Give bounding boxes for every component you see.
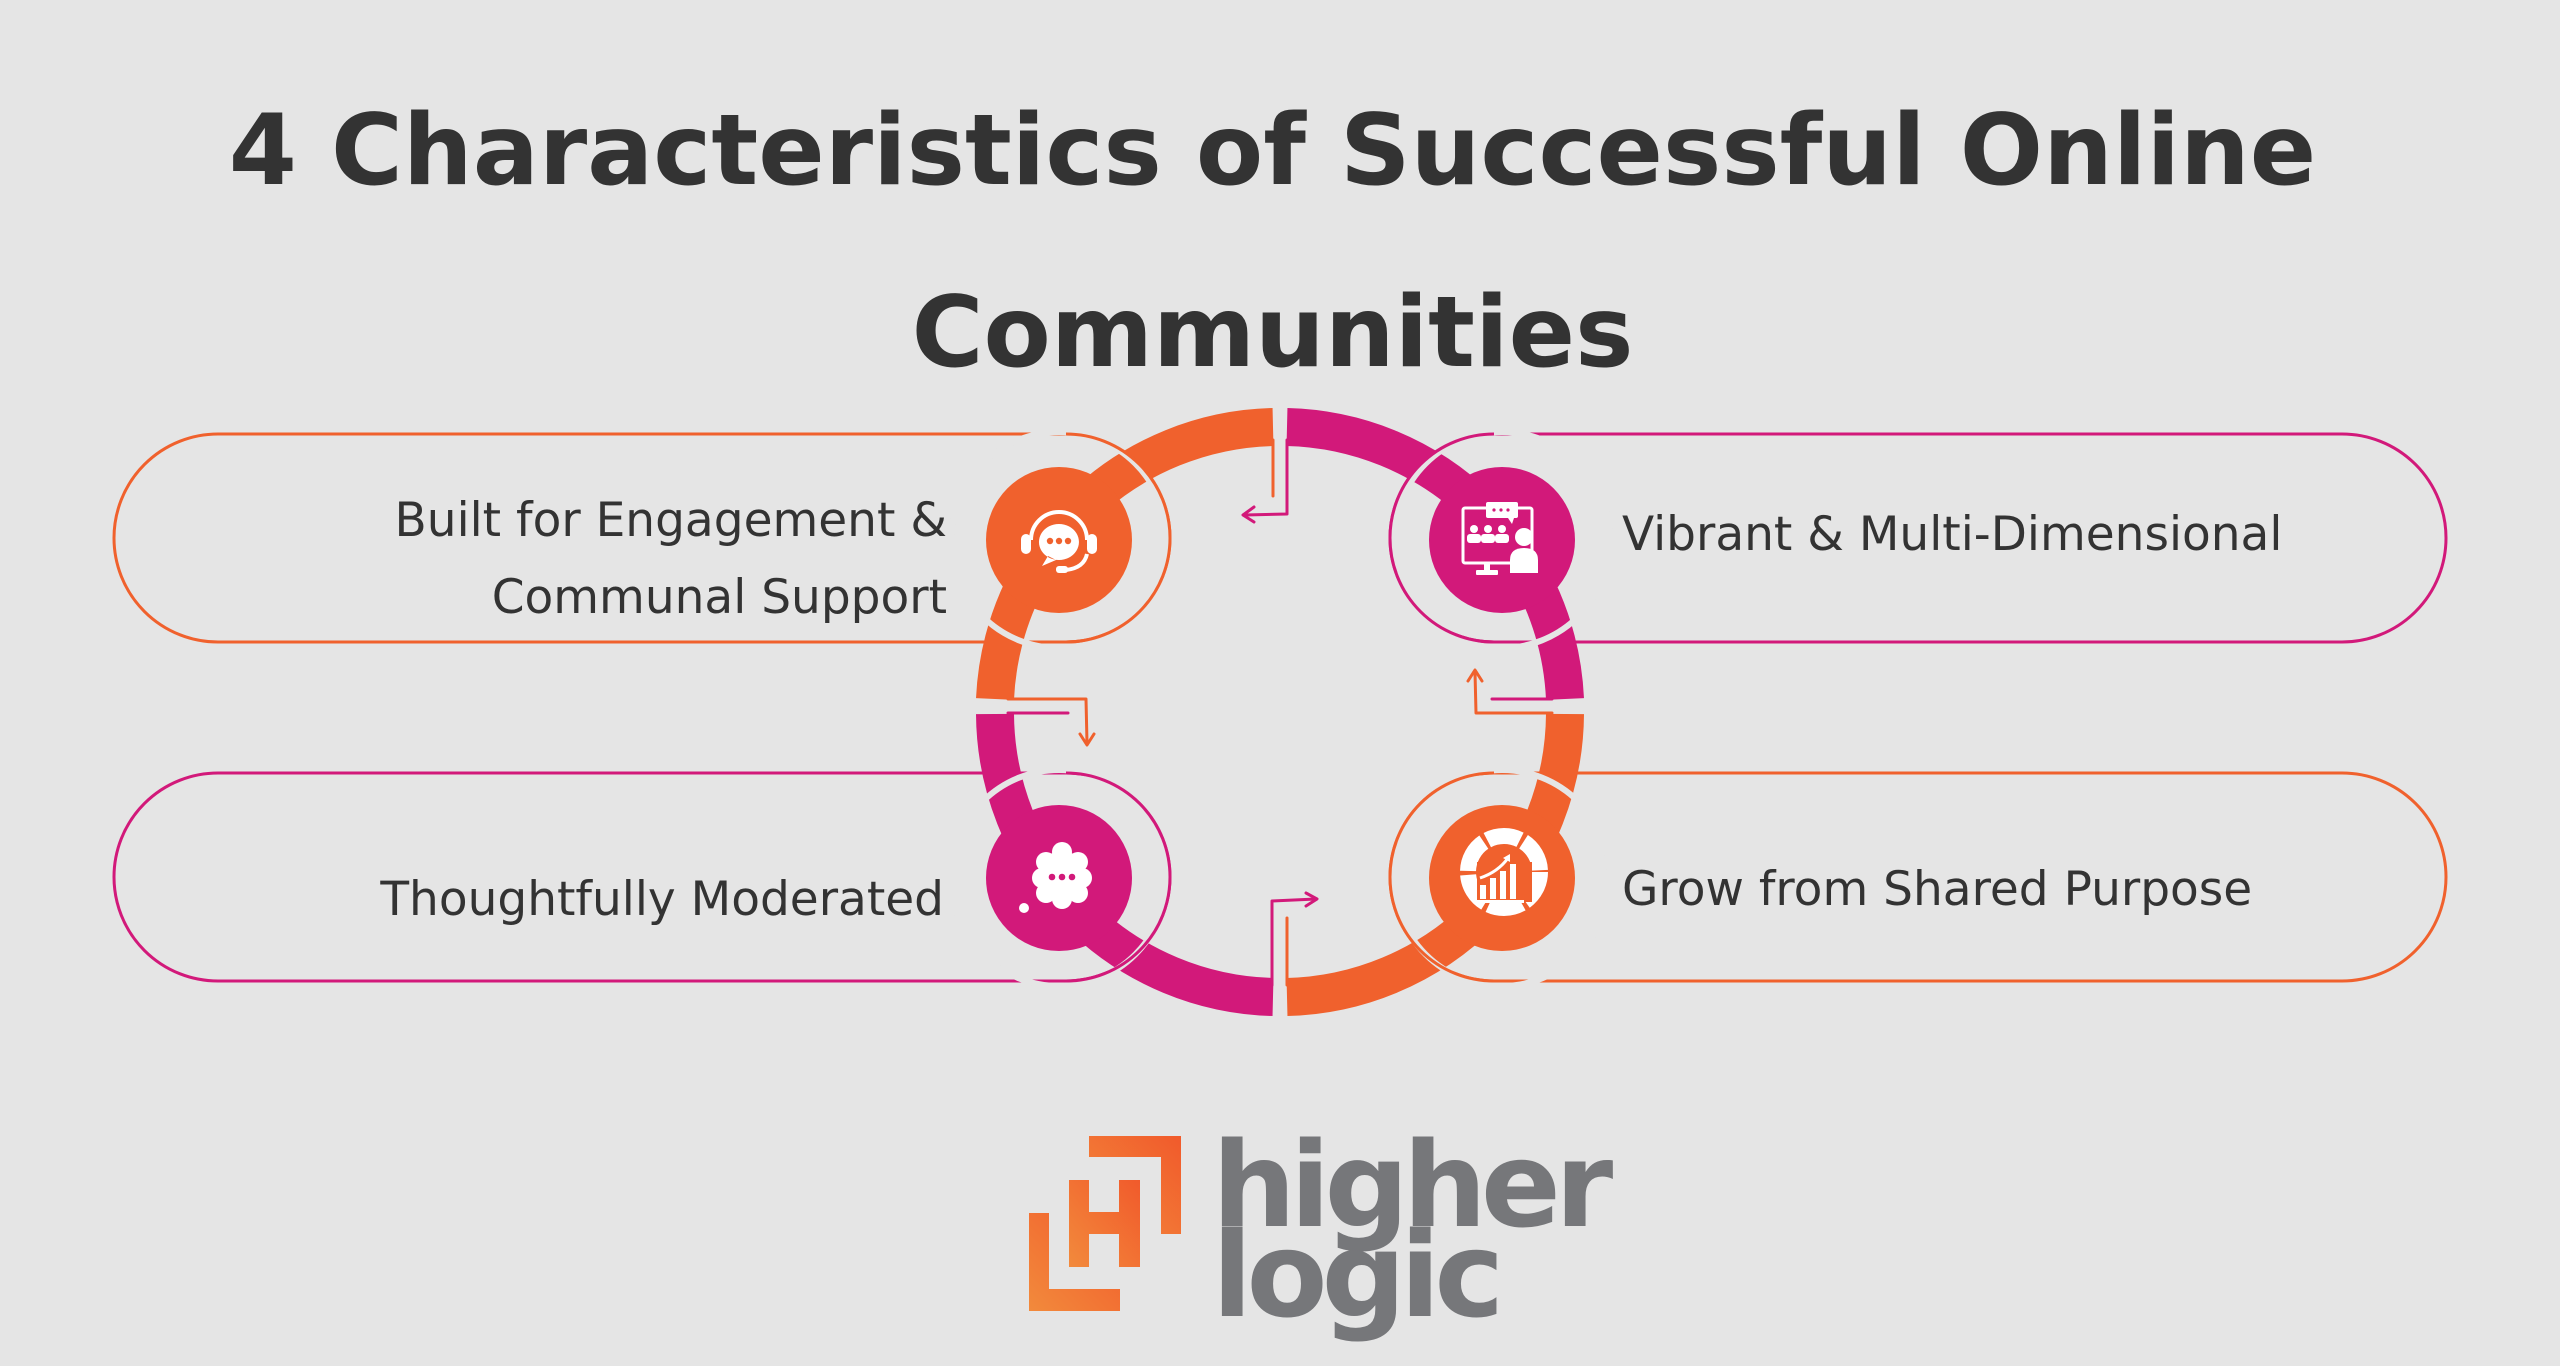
arrow-left-orange	[1006, 697, 1089, 745]
online-meeting-icon	[1461, 502, 1538, 575]
logo-wordmark-higher: higher	[1212, 1116, 1613, 1254]
growth-chart-icon	[1460, 828, 1548, 916]
arrow-right-orange	[1473, 670, 1554, 715]
arrow-bottom-pink	[1270, 897, 1318, 987]
characteristic-text-line: Grow from Shared Purpose	[1622, 862, 2253, 917]
flow-arrows	[1006, 438, 1554, 987]
higher-logic-logo-mark	[1029, 1136, 1181, 1311]
logo-wordmark-logic: logic	[1212, 1206, 1504, 1344]
characteristic-top-right: Vibrant & Multi-Dimensional	[1622, 496, 2282, 573]
arrow-top-pink	[1243, 438, 1289, 517]
characteristic-top-left: Built for Engagement & Communal Support	[395, 482, 947, 636]
page-title: 4 Characteristics of Successful Online C…	[0, 60, 2545, 424]
headset-chat-icon	[1021, 510, 1097, 573]
thought-bubble-icon	[1019, 842, 1092, 913]
icon-halos	[948, 429, 1613, 989]
title-line-1: 4 Characteristics of Successful Online	[228, 94, 2317, 208]
characteristic-bottom-left: Thoughtfully Moderated	[380, 861, 944, 938]
characteristic-text-line: Vibrant & Multi-Dimensional	[1622, 507, 2283, 562]
characteristic-bottom-right: Grow from Shared Purpose	[1622, 851, 2252, 928]
title-line-2: Communities	[911, 276, 1634, 390]
characteristic-text-line: Built for Engagement &	[394, 493, 947, 548]
characteristic-text-line: Communal Support	[491, 570, 947, 625]
characteristic-text-line: Thoughtfully Moderated	[380, 872, 944, 927]
